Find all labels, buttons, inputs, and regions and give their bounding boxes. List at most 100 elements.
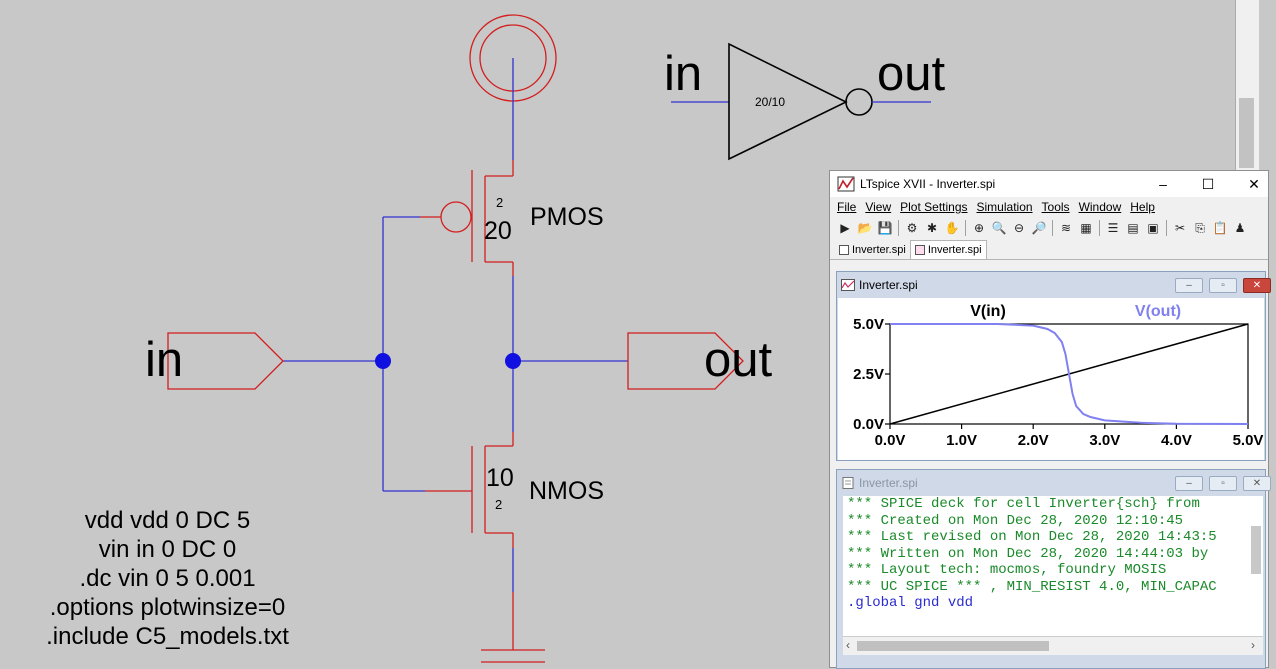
legend-entry: V(out) [1135, 303, 1181, 320]
plot-settings-icon[interactable]: ▦ [1080, 221, 1092, 235]
legend-entry: V(in) [970, 303, 1006, 320]
toolbar-separator [898, 220, 899, 236]
scroll-right-icon[interactable]: › [1251, 638, 1255, 652]
toolbar-separator [1166, 220, 1167, 236]
netlist-line: .global gnd vdd [847, 595, 974, 611]
zoom-in-icon[interactable]: ⊕ [973, 221, 985, 235]
minimize-button[interactable]: – [1159, 176, 1167, 192]
ltspice-app-icon [837, 176, 855, 192]
toolbar-separator [965, 220, 966, 236]
pmos-transistor [420, 160, 514, 276]
child-minimize-button[interactable]: – [1175, 278, 1203, 293]
inverter-symbol [671, 42, 931, 161]
inverter-in-label: in [664, 47, 703, 101]
cascade-icon[interactable]: ▣ [1147, 221, 1159, 235]
tile-horizontal-icon[interactable]: ☰ [1107, 221, 1119, 235]
ltspice-window: LTspice XVII - Inverter.spi – ☐ ✕ File V… [829, 170, 1271, 669]
nmos-label: NMOS [529, 477, 604, 505]
control-panel-icon[interactable]: ⚙ [906, 221, 918, 235]
toolbar-separator [1099, 220, 1100, 236]
run-icon[interactable]: ▶ [840, 221, 850, 235]
document-tabs: Inverter.spi Inverter.spi [830, 239, 1268, 260]
spice-directives: vdd vdd 0 DC 5 vin in 0 DC 0 .dc vin 0 5… [20, 506, 315, 651]
ground-symbol [481, 592, 545, 663]
series-line-vout [890, 323, 1249, 425]
pmos-label: PMOS [530, 203, 604, 231]
find-icon[interactable]: ♟ [1234, 221, 1246, 235]
zoom-out-icon[interactable]: ⊖ [1013, 221, 1025, 235]
scroll-left-icon[interactable]: ‹ [846, 638, 850, 652]
y-tick-label: 0.0V [853, 416, 884, 433]
menu-tools-label: Tools [1041, 200, 1070, 214]
editor-scroll-thumb[interactable] [1239, 98, 1254, 168]
menu-help[interactable]: Help [1130, 200, 1155, 214]
menu-window[interactable]: Window [1079, 200, 1122, 214]
netlist-line: *** Layout tech: mocmos, foundry MOSIS [847, 562, 1167, 578]
tile-vertical-icon[interactable]: ▤ [1127, 221, 1139, 235]
netlist-window-titlebar[interactable]: Inverter.spi – ▫ ✕ [837, 470, 1271, 496]
document-icon [839, 245, 849, 255]
child-minimize-button[interactable]: – [1175, 476, 1203, 491]
open-folder-icon[interactable]: 📂 [857, 221, 873, 235]
spice-directive-line: vin in 0 DC 0 [98, 536, 237, 563]
child-close-button[interactable]: ✕ [1243, 476, 1271, 491]
netlist-window: Inverter.spi – ▫ ✕ *** SPICE deck for ce… [836, 469, 1271, 669]
x-tick-label: 0.0V [875, 432, 906, 449]
pmos-width: 20 [484, 217, 512, 245]
menu-plot-settings[interactable]: Plot Settings [900, 200, 967, 214]
zoom-fit-icon[interactable]: 🔎 [1031, 221, 1047, 235]
netlist-vertical-scroll-thumb[interactable] [1251, 526, 1261, 574]
nmos-transistor [425, 432, 514, 548]
menu-simulation[interactable]: Simulation [977, 200, 1033, 214]
netlist-window-title: Inverter.spi [859, 476, 918, 490]
menu-tools[interactable]: Tools [1042, 200, 1070, 214]
nmos-width: 10 [486, 464, 514, 492]
autorange-icon[interactable]: ≋ [1060, 221, 1072, 235]
out-port-shape [627, 332, 744, 390]
ltspice-titlebar[interactable]: LTspice XVII - Inverter.spi – ☐ ✕ [830, 171, 1268, 197]
toolbar: ▶ 📂 💾 ⚙ ✱ ✋ ⊕ 🔍 ⊖ 🔎 ≋ ▦ ☰ ▤ ▣ ✂ ⎘ 📋 ♟ [830, 217, 1268, 239]
halt-icon[interactable]: ✱ [926, 221, 938, 235]
waveform-icon [841, 279, 855, 291]
child-maximize-button[interactable]: ▫ [1209, 278, 1237, 293]
pan-hand-icon[interactable]: ✋ [944, 221, 960, 235]
waveform-window-titlebar[interactable]: Inverter.spi – ▫ ✕ [837, 272, 1271, 298]
netlist-line: *** Last revised on Mon Dec 28, 2020 14:… [847, 529, 1217, 545]
document-icon [842, 477, 854, 489]
save-icon[interactable]: 💾 [877, 221, 893, 235]
node-dot-out [505, 353, 521, 369]
cut-icon[interactable]: ✂ [1174, 221, 1186, 235]
y-tick-label: 5.0V [853, 316, 884, 333]
netlist-horizontal-scrollbar[interactable]: ‹ › [843, 636, 1263, 655]
menu-view[interactable]: View [865, 200, 891, 214]
paste-icon[interactable]: 📋 [1212, 221, 1228, 235]
spice-directive-line: .dc vin 0 5 0.001 [79, 565, 256, 592]
x-tick-label: 5.0V [1233, 432, 1264, 449]
netlist-line: *** SPICE deck for cell Inverter{sch} fr… [847, 496, 1200, 512]
copy-icon[interactable]: ⎘ [1195, 220, 1205, 235]
tab-netlist[interactable]: Inverter.spi [835, 241, 910, 259]
spice-directive-line: vdd vdd 0 DC 5 [84, 507, 251, 534]
netlist-text-area[interactable]: *** SPICE deck for cell Inverter{sch} fr… [843, 496, 1263, 636]
menu-file[interactable]: File [837, 200, 856, 214]
netlist-line: *** Created on Mon Dec 28, 2020 12:10:45 [847, 512, 1184, 529]
maximize-button[interactable]: ☐ [1201, 175, 1215, 192]
editor-vertical-scrollbar[interactable] [1235, 0, 1259, 170]
tab-netlist-label: Inverter.spi [852, 244, 906, 256]
netlist-line: *** UC SPICE *** , MIN_RESIST 4.0, MIN_C… [847, 578, 1217, 595]
ltspice-title: LTspice XVII - Inverter.spi [860, 177, 996, 191]
y-tick-label: 2.5V [853, 366, 884, 383]
zoom-area-icon[interactable]: 🔍 [991, 221, 1007, 235]
tab-waveform[interactable]: Inverter.spi [909, 240, 987, 259]
child-maximize-button[interactable]: ▫ [1209, 476, 1237, 491]
netlist-line: *** Written on Mon Dec 28, 2020 14:44:03… [847, 545, 1209, 562]
close-button[interactable]: ✕ [1248, 175, 1260, 192]
toolbar-separator [1052, 220, 1053, 236]
x-tick-label: 3.0V [1089, 432, 1120, 449]
netlist-horizontal-scroll-thumb[interactable] [857, 641, 1049, 651]
child-close-button[interactable]: ✕ [1243, 278, 1271, 293]
waveform-window-title: Inverter.spi [859, 278, 918, 292]
